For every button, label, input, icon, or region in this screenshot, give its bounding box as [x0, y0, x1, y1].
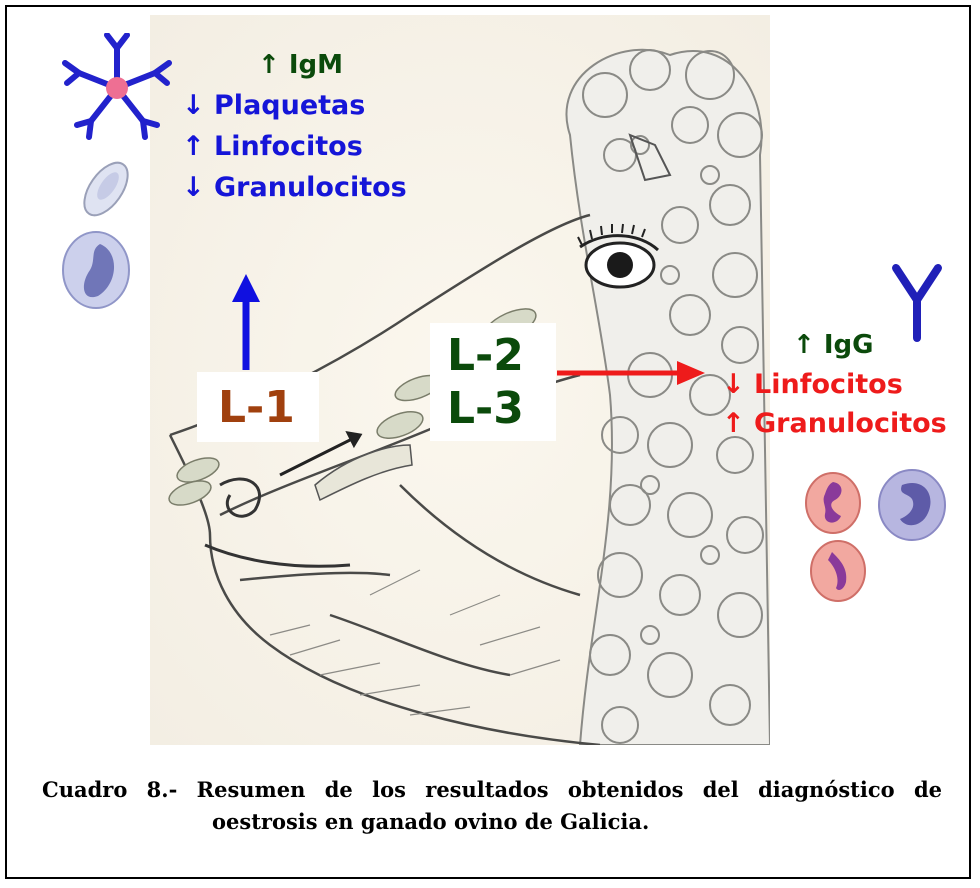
- l2-label: L-2: [447, 330, 524, 381]
- igg-label: ↑ IgG: [793, 330, 873, 360]
- figure-caption: Cuadro 8.- Resumen de los resultados obt…: [42, 774, 942, 838]
- plaquetas-label: ↓ Plaquetas: [182, 90, 365, 121]
- granulocitos-down-label: ↓ Granulocitos: [182, 172, 407, 203]
- l1-label: L-1: [218, 382, 295, 433]
- igm-pentamer-icon: [57, 33, 177, 143]
- granulocitos-up-label: ↑ Granulocitos: [722, 408, 947, 439]
- linfocitos-down-label: ↓ Linfocitos: [722, 369, 903, 400]
- linfocitos-up-label: ↑ Linfocitos: [182, 131, 363, 162]
- neutrophil-cell-icon: [803, 470, 863, 536]
- caption-line-2: oestrosis en ganado ovino de Galicia.: [42, 806, 942, 838]
- igg-antibody-icon: [888, 262, 946, 342]
- up-arrow-icon: [228, 272, 264, 372]
- right-arrow-icon: [557, 358, 707, 388]
- platelet-cell-icon: [78, 156, 134, 222]
- caption-line-1: Cuadro 8.- Resumen de los resultados obt…: [42, 774, 942, 806]
- eosinophil-cell-icon: [808, 538, 868, 604]
- igm-label: ↑ IgM: [258, 50, 343, 80]
- l3-label: L-3: [447, 383, 524, 434]
- monocyte-cell-icon: [876, 467, 948, 543]
- lymphocyte-cell-icon: [60, 230, 132, 310]
